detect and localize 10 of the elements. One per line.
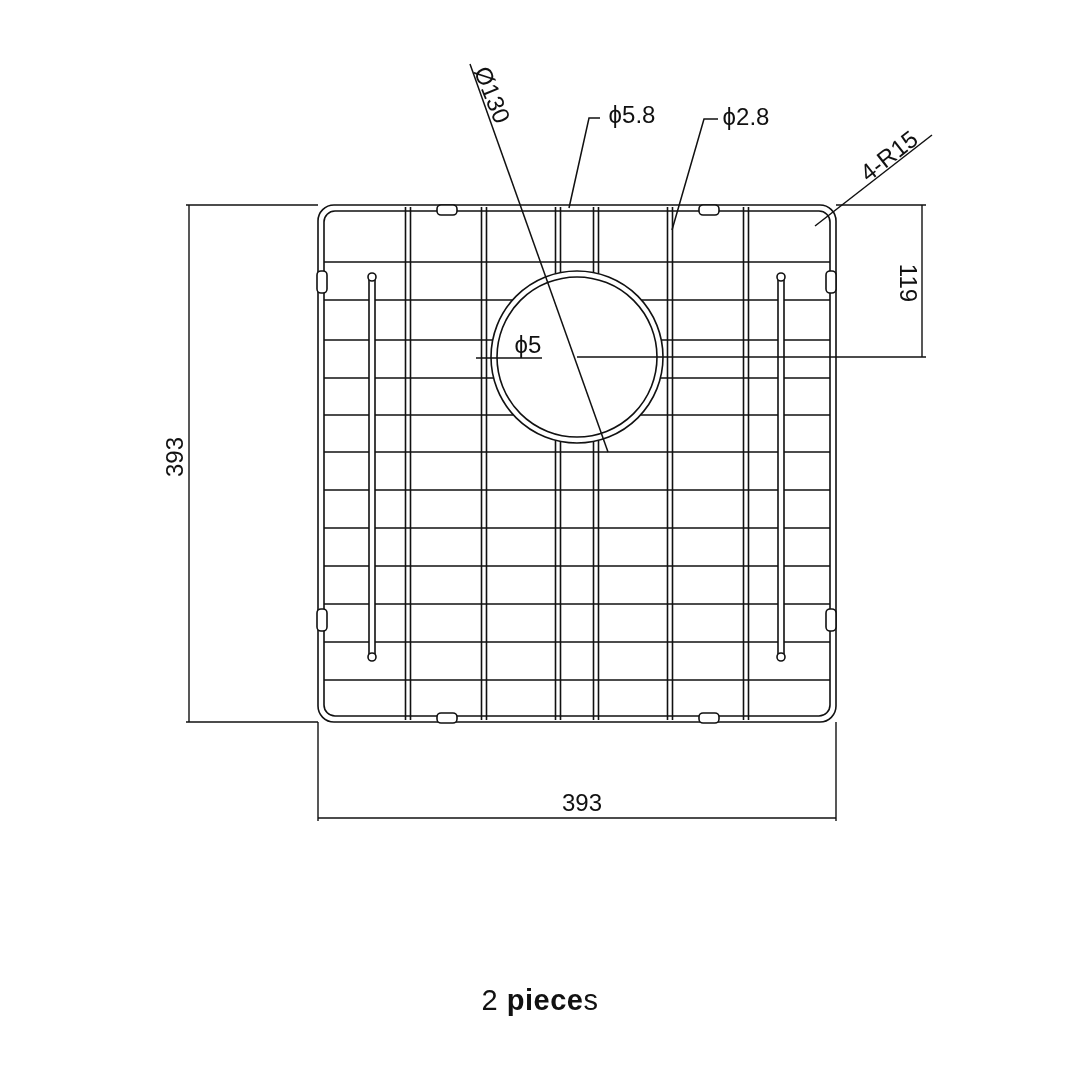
dimension-text: ϕ2.8 [722,105,770,129]
dimension-text: ϕ5.8 [608,103,656,127]
leader-line [469,63,609,453]
leader-line [568,117,601,209]
leader-line [814,134,933,227]
leader-line [475,357,543,359]
dimension-text: Ø130 [469,63,515,127]
dimension-text: ϕ5 [514,333,542,357]
caption: 2 pieces [481,983,599,1017]
leader-line [671,118,719,231]
